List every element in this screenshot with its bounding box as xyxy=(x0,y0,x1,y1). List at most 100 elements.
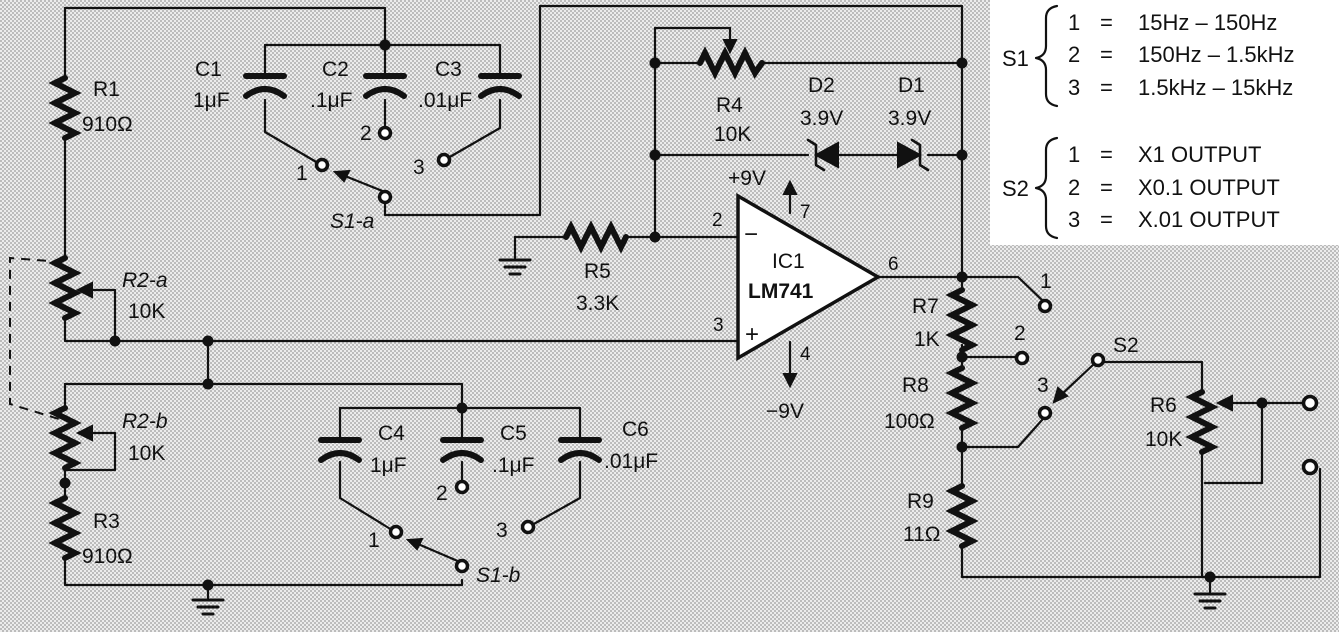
component-labels: R1 910Ω R2-a 10K R2-b 10K R3 910Ω R4 10K… xyxy=(82,58,1182,568)
legend-s1-label: S1 xyxy=(1002,46,1029,71)
legend-s1-row3-num: 3 xyxy=(1068,75,1080,100)
r8-value: 100Ω xyxy=(884,410,935,433)
resistor-r1 xyxy=(48,75,82,141)
c1-name: C1 xyxy=(195,58,222,81)
ground-r5 xyxy=(498,258,532,276)
ic1-part: LM741 xyxy=(748,280,814,303)
c3-name: C3 xyxy=(435,58,462,81)
resistor-r2b xyxy=(48,405,93,471)
pin-7: 7 xyxy=(800,202,811,223)
switch-labels: S1-a S1-b S2 2 1 3 2 1 3 1 2 3 xyxy=(296,122,1139,587)
resistor-r4 xyxy=(697,26,765,80)
switch-s1b-wiper xyxy=(405,537,462,564)
legend: S1 S2 1 = 15Hz – 150Hz 2 = 150Hz – 1.5kH… xyxy=(990,0,1339,245)
legend-s2-row2-eq: = xyxy=(1100,175,1113,200)
legend-s2-row1-eq: = xyxy=(1100,142,1113,167)
r3-value: 910Ω xyxy=(82,545,133,568)
r7-value: 1K xyxy=(914,328,940,351)
r4-value: 10K xyxy=(714,123,751,146)
resistor-r5 xyxy=(563,220,629,254)
zener-d1 xyxy=(897,138,930,172)
capacitor-c1 xyxy=(243,66,287,99)
capacitor-c4 xyxy=(318,430,362,463)
s2-pos-1: 1 xyxy=(1040,270,1052,293)
r9-name: R9 xyxy=(907,490,934,513)
supply-negative: −9V xyxy=(766,400,804,423)
output-terminals[interactable] xyxy=(1301,394,1319,476)
s1a-pos-3: 3 xyxy=(413,156,425,179)
c2-name: C2 xyxy=(322,58,349,81)
r6-name: R6 xyxy=(1150,394,1177,417)
c4-value: 1μF xyxy=(370,454,407,477)
resistor-r2a xyxy=(48,255,93,321)
legend-s1-row3-eq: = xyxy=(1100,75,1113,100)
ground-bottom-right xyxy=(1193,592,1227,610)
d2-value: 3.9V xyxy=(800,107,843,130)
c1-value: 1μF xyxy=(193,89,230,112)
s2-pos-2: 2 xyxy=(1014,322,1026,345)
c4-name: C4 xyxy=(378,422,405,445)
supply-positive: +9V xyxy=(728,167,766,190)
ground-bottom-left xyxy=(191,598,225,616)
r2b-value: 10K xyxy=(128,442,165,465)
r2b-name: R2-b xyxy=(122,410,168,433)
opamp-minus-sign: − xyxy=(744,221,758,248)
legend-s1-row2-text: 150Hz – 1.5kHz xyxy=(1138,42,1295,67)
resistor-r3 xyxy=(48,495,82,561)
r1-value: 910Ω xyxy=(82,113,133,136)
legend-panel xyxy=(990,0,1339,245)
r1-name: R1 xyxy=(93,78,120,101)
resistor-r8 xyxy=(945,365,979,431)
switch-s1a-wiper xyxy=(332,169,387,194)
pin-3: 3 xyxy=(713,315,724,336)
legend-brace-s2 xyxy=(1034,136,1059,240)
zener-d2 xyxy=(806,138,839,172)
legend-s2-label: S2 xyxy=(1002,176,1029,201)
r4-name: R4 xyxy=(716,94,743,117)
r6-value: 10K xyxy=(1145,428,1182,451)
pin-labels: 2 3 7 4 6 − + +9V −9V xyxy=(712,167,899,423)
pin-4: 4 xyxy=(800,344,811,365)
s1b-pos-1: 1 xyxy=(368,529,380,552)
r5-value: 3.3K xyxy=(576,292,619,315)
legend-brace-s1 xyxy=(1034,4,1059,108)
ic1-name: IC1 xyxy=(772,250,805,273)
capacitor-c6 xyxy=(558,430,602,463)
r2a-name: R2-a xyxy=(122,269,168,292)
legend-s1-row3-text: 1.5kHz – 15kHz xyxy=(1138,75,1293,100)
s2-pos-3: 3 xyxy=(1037,374,1049,397)
opamp-plus-sign: + xyxy=(745,321,759,348)
switch-terminals[interactable] xyxy=(314,125,1106,574)
resistor-r7 xyxy=(945,287,979,353)
s2-label: S2 xyxy=(1113,334,1139,357)
legend-s2-row2-text: X0.1 OUTPUT xyxy=(1138,175,1280,200)
legend-s2-row2-num: 2 xyxy=(1068,175,1080,200)
c2-value: .1μF xyxy=(310,89,352,112)
legend-s2-row1-num: 1 xyxy=(1068,142,1080,167)
s1a-pos-1: 1 xyxy=(296,162,308,185)
c6-name: C6 xyxy=(622,418,649,441)
d1-value: 3.9V xyxy=(888,107,931,130)
switch-s2-wiper xyxy=(1052,362,1096,404)
r5-name: R5 xyxy=(584,260,611,283)
capacitor-c2 xyxy=(363,66,407,99)
pin-6: 6 xyxy=(888,254,899,275)
c5-name: C5 xyxy=(500,422,527,445)
s1a-pos-2: 2 xyxy=(360,122,372,145)
legend-s2-row3-eq: = xyxy=(1100,207,1113,232)
capacitor-c5 xyxy=(440,430,484,463)
wires xyxy=(63,4,1322,600)
resistor-r6 xyxy=(1185,389,1242,455)
legend-s2-row1-text: X1 OUTPUT xyxy=(1138,142,1261,167)
r2a-value: 10K xyxy=(128,300,165,323)
pin-2: 2 xyxy=(712,210,723,231)
c5-value: .1μF xyxy=(492,454,534,477)
junction-dots xyxy=(59,39,1268,591)
s1a-label: S1-a xyxy=(330,210,374,233)
r3-name: R3 xyxy=(93,510,120,533)
c3-value: .01μF xyxy=(418,89,472,112)
gang-link xyxy=(9,256,63,421)
legend-s2-row3-num: 3 xyxy=(1068,207,1080,232)
